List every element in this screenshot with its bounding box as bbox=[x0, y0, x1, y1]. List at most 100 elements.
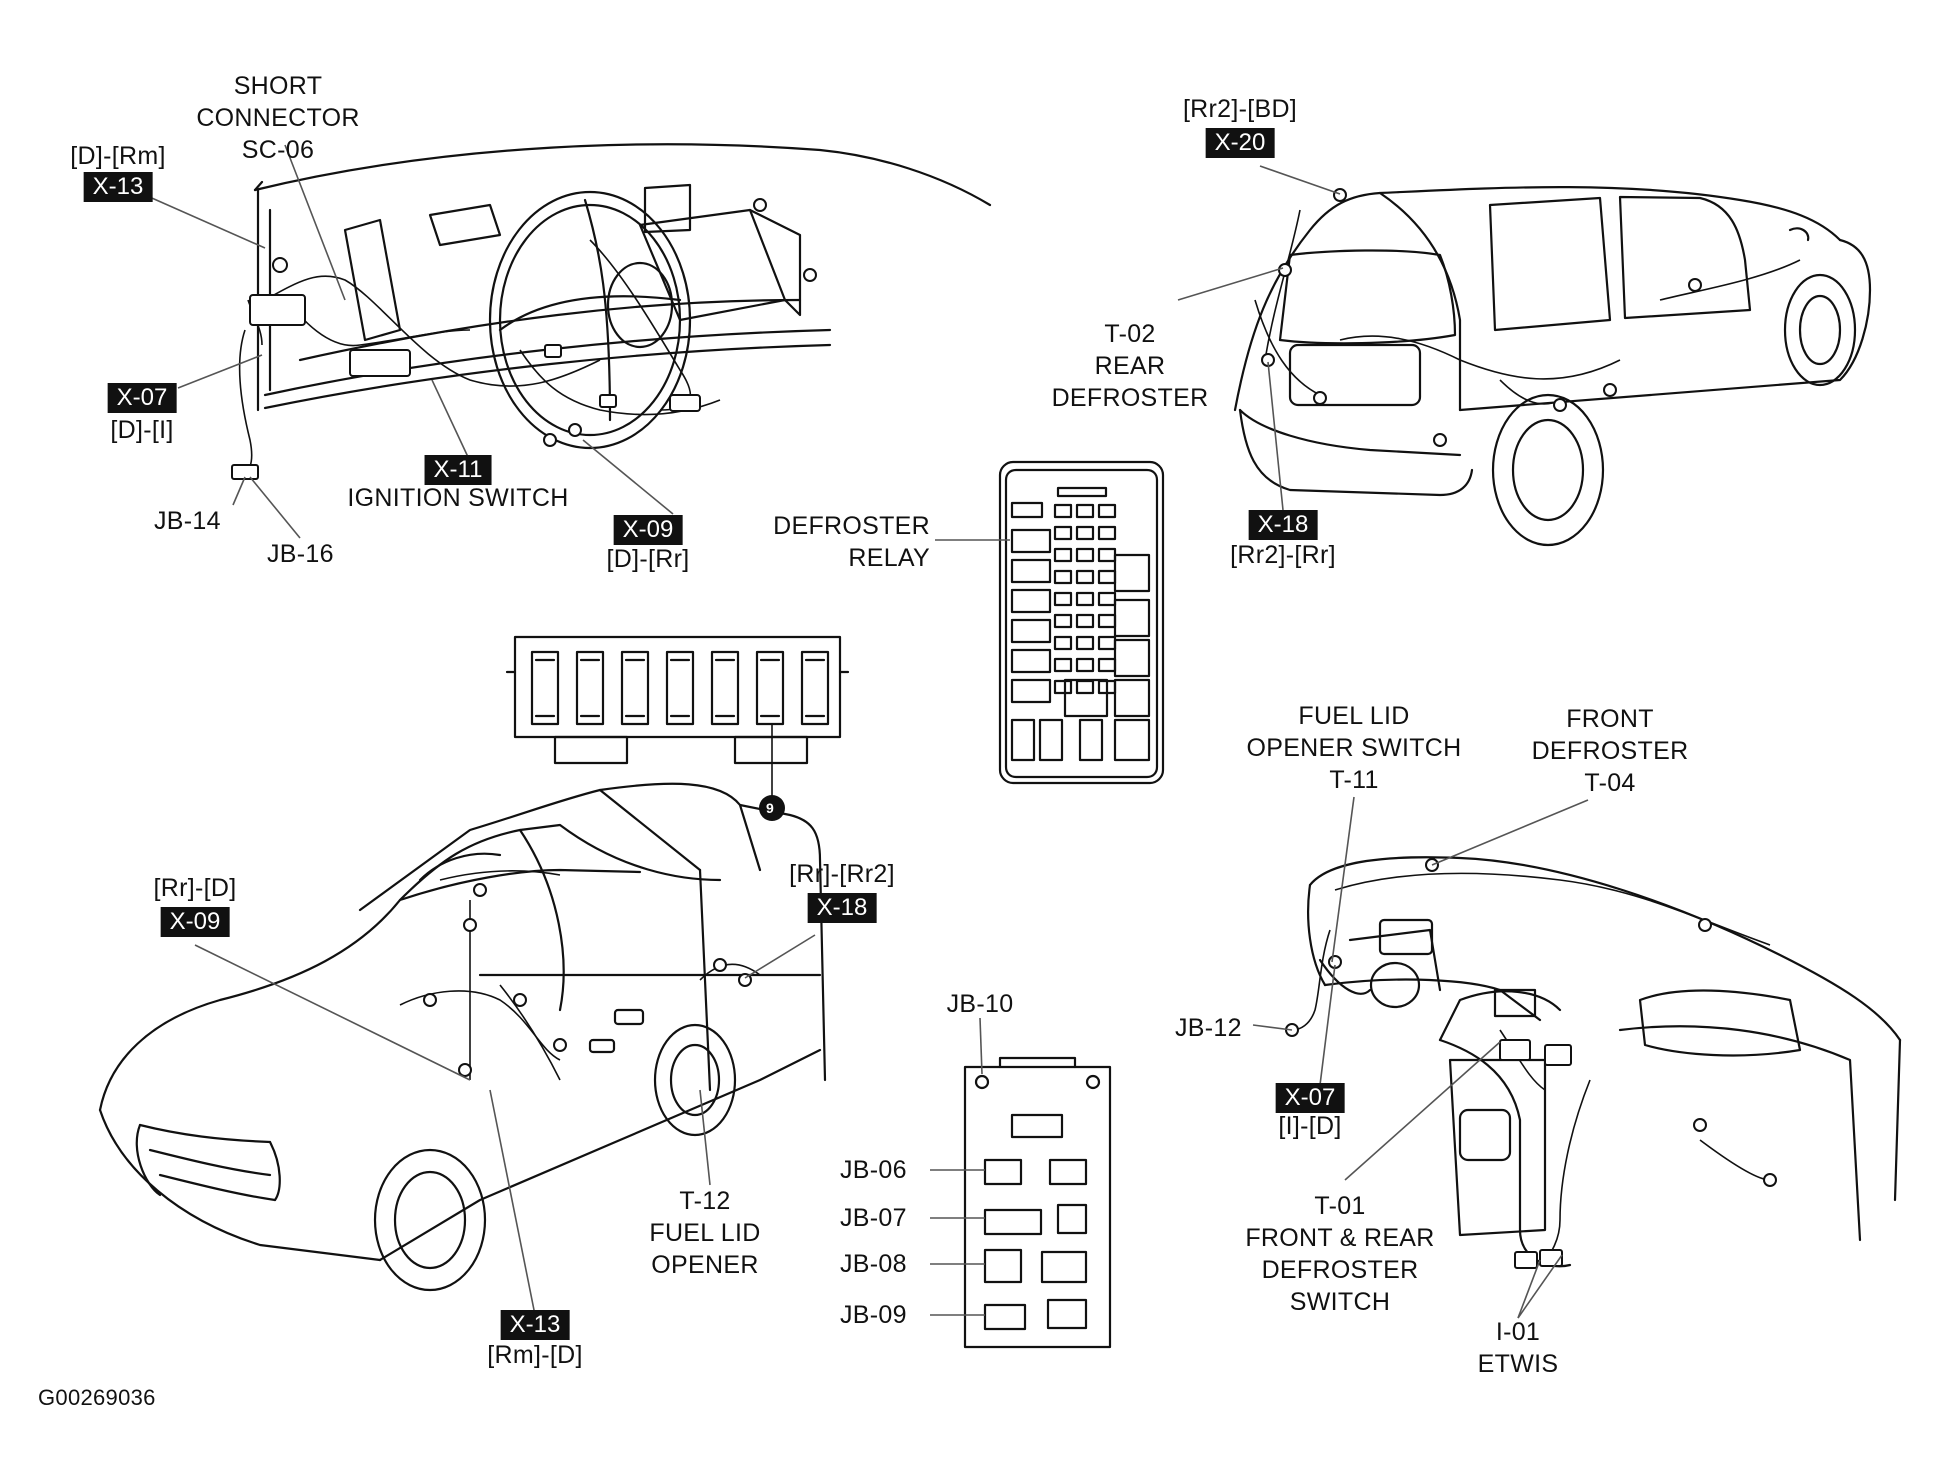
fuse-cell bbox=[1053, 657, 1073, 673]
relay-cell bbox=[1113, 678, 1151, 718]
fuse-cell bbox=[1075, 657, 1095, 673]
fuse-slot bbox=[665, 650, 695, 726]
defroster-relay-label: DEFROSTER RELAY bbox=[740, 510, 930, 574]
t11-line-2: OPENER SWITCH bbox=[1246, 734, 1462, 762]
fuse-cell bbox=[1097, 613, 1117, 629]
minivan-front-illustration bbox=[98, 782, 827, 1292]
x13-bottom-position-label: [Rm]-[D] bbox=[487, 1341, 583, 1369]
fuse-cell bbox=[1053, 613, 1073, 629]
fuse-cell bbox=[1053, 525, 1073, 541]
fuse-slot bbox=[755, 650, 785, 726]
x20-position-label: [Rr2]-[BD] bbox=[1182, 95, 1298, 123]
x13-bottom-connector-badge: X-13 bbox=[500, 1310, 570, 1340]
leader-lines-top-right bbox=[1177, 165, 1341, 511]
t04-line-1: FRONT bbox=[1566, 705, 1654, 733]
leader-lines-junction-block bbox=[930, 1017, 985, 1316]
relay-cell bbox=[1078, 718, 1104, 762]
relay-cell bbox=[1010, 558, 1052, 584]
fuse-slot bbox=[575, 650, 605, 726]
relay-cell bbox=[1010, 648, 1052, 674]
x18-bottom-position-label: [Rr]-[Rr2] bbox=[789, 860, 895, 888]
fuse-cell bbox=[1075, 613, 1095, 629]
jb12-label: JB-12 bbox=[1175, 1014, 1242, 1042]
x07-left-position-label: [D]-[I] bbox=[110, 416, 174, 444]
jb08-label: JB-08 bbox=[840, 1250, 907, 1278]
relay-cell bbox=[1010, 718, 1036, 762]
short-connector-label: SHORT CONNECTOR SC-06 bbox=[196, 70, 359, 166]
i01-line-2: ETWIS bbox=[1477, 1350, 1559, 1378]
fuse-slot bbox=[530, 650, 560, 726]
fuse-cell bbox=[1097, 569, 1117, 585]
fuse-cell bbox=[1097, 547, 1117, 563]
t12-fuel-lid-opener-label: T-12 FUEL LID OPENER bbox=[649, 1185, 760, 1281]
t12-line-3: OPENER bbox=[651, 1251, 759, 1279]
jb07-label: JB-07 bbox=[840, 1204, 907, 1232]
fuse-cell bbox=[1053, 569, 1073, 585]
x07-right-connector-badge: X-07 bbox=[1275, 1083, 1345, 1113]
t01-line-2: FRONT & REAR bbox=[1245, 1224, 1435, 1252]
fuse-marker-number: 9 bbox=[766, 800, 774, 816]
short-connector-line-2: CONNECTOR bbox=[196, 104, 360, 132]
i01-etwis-label: I-01 ETWIS bbox=[1478, 1316, 1559, 1380]
fuse-slot bbox=[620, 650, 650, 726]
x09-bottom-connector-badge: X-09 bbox=[160, 907, 230, 937]
t01-line-4: SWITCH bbox=[1289, 1288, 1391, 1316]
t12-line-1: T-12 bbox=[679, 1187, 731, 1215]
relay-cell bbox=[1038, 718, 1064, 762]
relay-cell bbox=[1010, 618, 1052, 644]
fuse-cell bbox=[1097, 635, 1117, 651]
leader-lines-top-left bbox=[144, 144, 674, 539]
x07-left-connector-badge: X-07 bbox=[107, 383, 177, 413]
fuse-cell bbox=[1075, 569, 1095, 585]
fuse-cell bbox=[1053, 679, 1073, 695]
t02-line-1: T-02 bbox=[1104, 320, 1156, 348]
x18-top-connector-badge: X-18 bbox=[1248, 510, 1318, 540]
minivan-rear-illustration bbox=[1233, 186, 1872, 547]
short-connector-line-3: SC-06 bbox=[241, 136, 315, 164]
t12-line-2: FUEL LID bbox=[649, 1219, 761, 1247]
relay-cell bbox=[1010, 501, 1044, 519]
relay-cell bbox=[1113, 553, 1151, 593]
relay-cell bbox=[1010, 678, 1052, 704]
instrument-panel-illustration bbox=[1285, 856, 1902, 1269]
relay-cell bbox=[1113, 718, 1151, 762]
t11-fuel-lid-opener-switch-label: FUEL LID OPENER SWITCH T-11 bbox=[1246, 700, 1461, 796]
relay-cell bbox=[1063, 678, 1109, 718]
fuse-cell bbox=[1075, 525, 1095, 541]
fuse-cell bbox=[1053, 591, 1073, 607]
relay-cell bbox=[1010, 528, 1052, 554]
short-connector-line-1: SHORT bbox=[233, 72, 323, 100]
x09-top-connector-badge: X-09 bbox=[613, 515, 683, 545]
relay-cell bbox=[1113, 638, 1151, 678]
defroster-relay-box bbox=[998, 460, 1165, 785]
t01-line-3: DEFROSTER bbox=[1261, 1256, 1419, 1284]
fuse-cell bbox=[1097, 657, 1117, 673]
i01-line-1: I-01 bbox=[1495, 1318, 1541, 1346]
x20-connector-badge: X-20 bbox=[1205, 128, 1275, 158]
x09-top-position-label: [D]-[Rr] bbox=[606, 545, 690, 573]
dashboard-front-illustration bbox=[231, 143, 992, 480]
fuse-cell bbox=[1075, 503, 1095, 519]
x11-connector-badge: X-11 bbox=[424, 455, 492, 485]
fuse-cell bbox=[1053, 503, 1073, 519]
relay-cell bbox=[1113, 598, 1151, 638]
jb16-label: JB-16 bbox=[267, 540, 334, 568]
fuse-slot bbox=[710, 650, 740, 726]
t02-rear-defroster-label: T-02 REAR DEFROSTER bbox=[1052, 318, 1209, 414]
diagram-code: G00269036 bbox=[38, 1385, 156, 1410]
t11-line-3: T-11 bbox=[1329, 766, 1379, 794]
t04-line-2: DEFROSTER bbox=[1531, 737, 1689, 765]
x13-top-position-label: [D]-[Rm] bbox=[70, 142, 166, 170]
ignition-switch-label: IGNITION SWITCH bbox=[347, 484, 569, 512]
fuse-cell bbox=[1097, 525, 1117, 541]
defroster-relay-line-2: RELAY bbox=[848, 544, 930, 572]
jb14-label: JB-14 bbox=[154, 507, 221, 535]
defroster-relay-line-1: DEFROSTER bbox=[773, 512, 930, 540]
x18-top-position-label: [Rr2]-[Rr] bbox=[1230, 541, 1336, 569]
t02-line-3: DEFROSTER bbox=[1051, 384, 1209, 412]
fuse-cell bbox=[1053, 635, 1073, 651]
x07-right-position-label: [I]-[D] bbox=[1278, 1112, 1342, 1140]
x18-bottom-connector-badge: X-18 bbox=[807, 893, 877, 923]
junction-block bbox=[963, 1056, 1112, 1349]
